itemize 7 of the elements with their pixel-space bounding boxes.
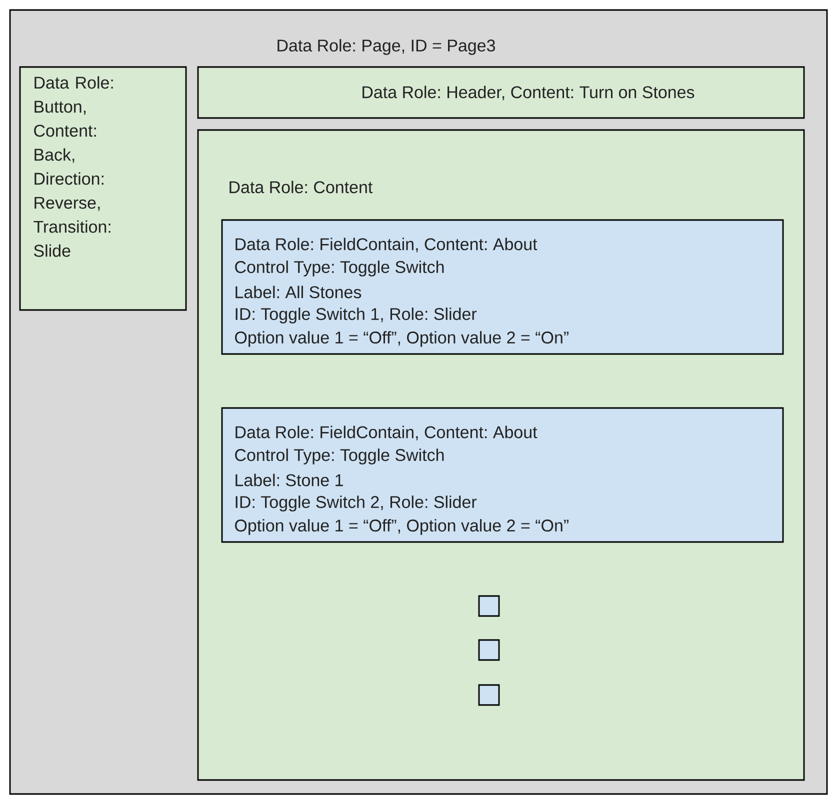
placeholder-box [478, 684, 500, 706]
field-box: Data Role: FieldContain, Content: About Control Type: Toggle Switch Label: Stone 1 ID: Toggle Switch 2, Role: Slider Option value 1 = “Off”, Option value 2 = “On” [221, 407, 784, 543]
field-box: Data Role: FieldContain, Content: About Control Type: Toggle Switch Label: All Stones ID: Toggle Switch 1, Role: Slider Option value 1 = “Off”, Option value 2 = “On” [221, 219, 784, 355]
placeholder-box [478, 639, 500, 661]
button-box: Data Role: Button, Content: Back, Direction: Reverse, Transition: Slide [19, 66, 187, 311]
header-box: Data Role: Header, Content: Turn on Stones [197, 66, 805, 119]
placeholder-box [478, 595, 500, 617]
